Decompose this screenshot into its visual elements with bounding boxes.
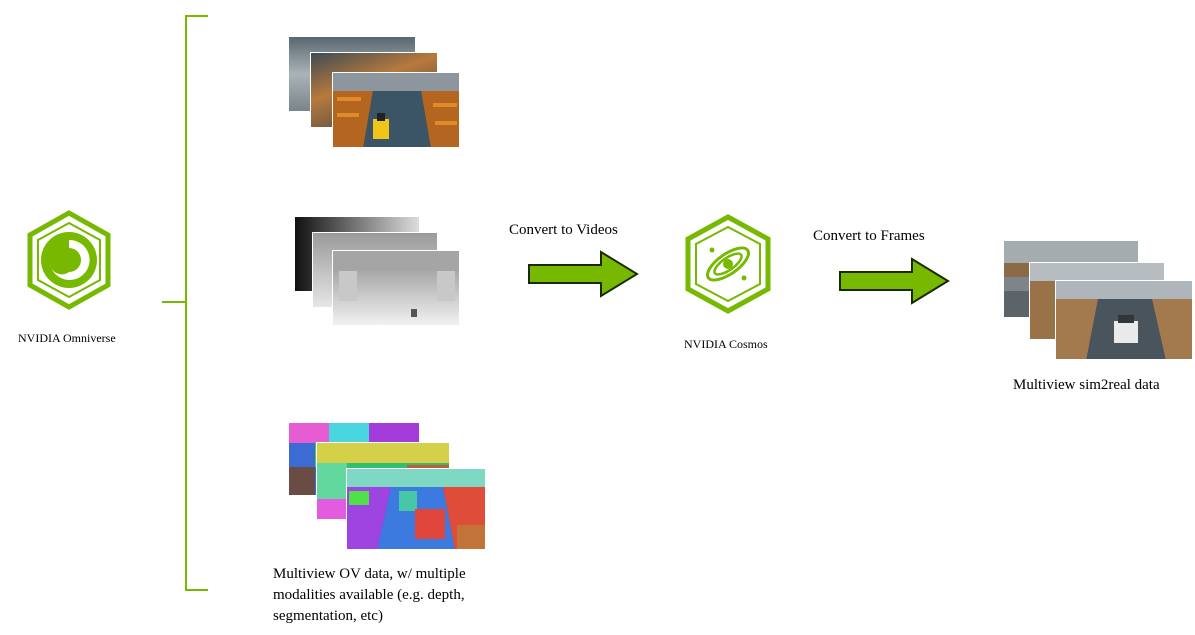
depth-frames-stack: [294, 216, 464, 326]
rgb-frames-stack: [288, 36, 464, 148]
omniverse-node: [24, 210, 114, 310]
convert-to-videos-label: Convert to Videos: [509, 222, 618, 238]
ov-data-label-line-2: modalities available (e.g. depth,: [273, 587, 465, 603]
ov-data-label-line-3: segmentation, etc): [273, 608, 383, 624]
seg-frame-front: [346, 468, 486, 550]
cosmos-logo-icon: [685, 214, 771, 314]
ov-data-label: Multiview OV data, w/ multiple modalitie…: [273, 564, 466, 627]
omniverse-logo-icon: [27, 210, 111, 310]
output-label: Multiview sim2real data: [1013, 377, 1160, 393]
output-frame-front: [1055, 280, 1193, 360]
bracket-connector: [162, 15, 208, 591]
cosmos-node: [682, 214, 774, 314]
output-frames-stack: [1003, 240, 1193, 360]
omniverse-label: NVIDIA Omniverse: [18, 331, 116, 345]
arrow-to-cosmos: [528, 250, 639, 298]
cosmos-label: NVIDIA Cosmos: [684, 337, 768, 351]
convert-to-frames-label: Convert to Frames: [813, 228, 925, 244]
depth-frame-front: [332, 250, 460, 326]
segmentation-frames-stack: [288, 422, 488, 550]
arrow-to-output: [839, 257, 950, 305]
rgb-frame-front: [332, 72, 460, 148]
ov-data-label-line-1: Multiview OV data, w/ multiple: [273, 566, 466, 582]
